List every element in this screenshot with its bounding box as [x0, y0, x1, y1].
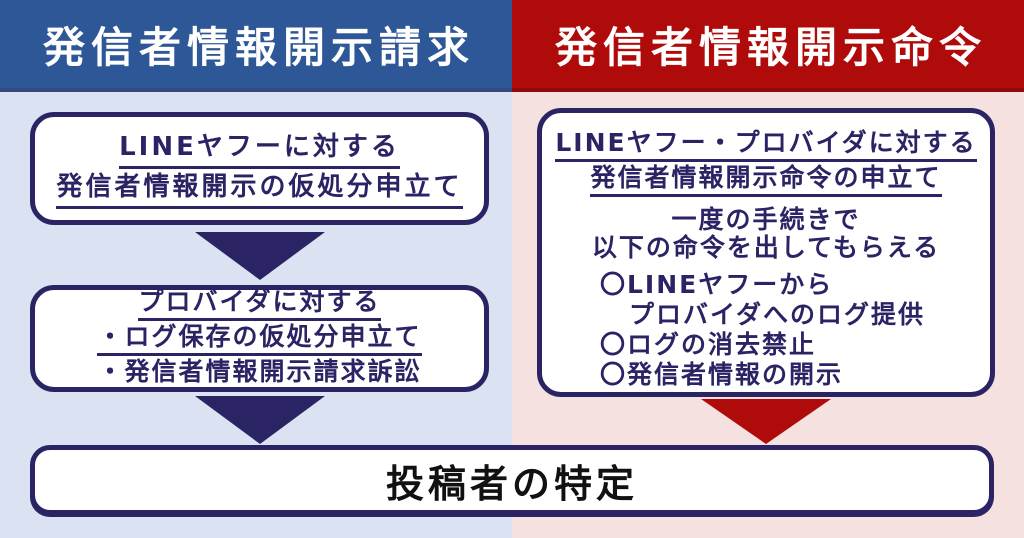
bullet-sender-info-disclosure: 〇発信者情報の開示 — [600, 360, 844, 389]
down-arrow-right — [701, 399, 831, 444]
down-arrow-left-2 — [195, 396, 325, 444]
bullet-log-deletion-ban: 〇ログの消去禁止 — [600, 330, 817, 359]
down-arrow-left-1 — [195, 232, 325, 280]
provider-actions-line-3: ・発信者情報開示請求訴訟 — [97, 356, 422, 391]
line-yahoo-injunction-box: LINEヤフーに対する 発信者情報開示の仮処分申立て — [30, 112, 489, 225]
provider-actions-line-1: プロバイダに対する — [138, 286, 381, 321]
disclosure-request-header-label: 発信者情報開示請求 — [42, 22, 475, 72]
disclosure-order-box-title: LINEヤフー・プロバイダに対する 発信者情報開示命令の申立て — [555, 127, 977, 197]
disclosure-request-header: 発信者情報開示請求 — [0, 0, 512, 92]
bullet-log-provision-line-2: プロバイダへのログ提供 — [629, 300, 926, 329]
disclosure-order-subtitle-line-1: 一度の手続きで — [671, 205, 861, 234]
disclosure-order-title-line-2: 発信者情報開示命令の申立て — [590, 162, 942, 197]
disclosure-order-header-label: 発信者情報開示命令 — [554, 22, 987, 72]
poster-identification-label: 投稿者の特定 — [385, 461, 638, 506]
disclosure-order-box: LINEヤフー・プロバイダに対する 発信者情報開示命令の申立て 一度の手続きで … — [537, 108, 995, 397]
line-yahoo-injunction-line-2: 発信者情報開示の仮処分申立て — [56, 169, 463, 209]
provider-actions-line-2: ・ログ保存の仮処分申立て — [97, 321, 422, 356]
disclosure-order-bullet-list: 〇LINEヤフーから プロバイダへのログ提供 〇ログの消去禁止 〇発信者情報の開… — [542, 270, 925, 390]
disclosure-order-header: 発信者情報開示命令 — [512, 0, 1024, 92]
line-yahoo-injunction-line-1: LINEヤフーに対する — [119, 129, 400, 169]
disclosure-order-subtitle-line-2: 以下の命令を出してもらえる — [591, 233, 941, 262]
disclosure-order-title-line-1: LINEヤフー・プロバイダに対する — [555, 127, 977, 162]
disclosure-order-box-subtitle: 一度の手続きで 以下の命令を出してもらえる — [592, 206, 940, 262]
poster-identification-box: 投稿者の特定 — [30, 445, 994, 515]
bullet-log-provision-line-1: 〇LINEヤフーから — [600, 270, 834, 299]
provider-actions-box: プロバイダに対する ・ログ保存の仮処分申立て ・発信者情報開示請求訴訟 — [30, 285, 489, 392]
